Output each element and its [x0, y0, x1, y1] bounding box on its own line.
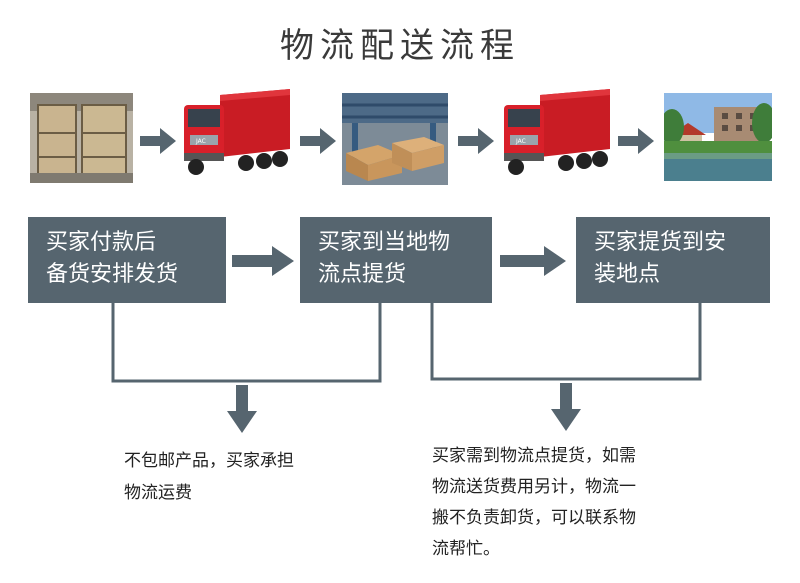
red-truck-photo: JAC: [500, 87, 612, 185]
svg-text:JAC: JAC: [195, 138, 206, 145]
step-box-3: 买家提货到安 装地点: [576, 217, 770, 303]
right-arrow-icon: [618, 128, 654, 158]
note-right-line-4: 流帮忙。: [432, 539, 500, 559]
step-3-line-1: 买家提货到安: [594, 230, 727, 255]
step-box-1: 买家付款后 备货安排发货: [28, 217, 226, 303]
right-arrow-icon: [458, 128, 494, 158]
step-1-line-1: 买家付款后: [46, 230, 157, 255]
right-arrow-icon: [500, 246, 566, 280]
down-arrow-icon: [551, 383, 581, 435]
right-arrow-icon: [300, 128, 336, 158]
page-title: 物流配送流程: [280, 26, 520, 66]
scenic-building-photo: [664, 93, 772, 181]
step-1-line-2: 备货安排发货: [46, 262, 179, 287]
note-left-line-2: 物流运费: [124, 483, 192, 503]
svg-text:JAC: JAC: [515, 138, 526, 145]
right-arrow-icon: [140, 128, 176, 158]
note-right-line-2: 物流送货费用另计，物流一: [432, 477, 636, 497]
down-arrow-icon: [227, 385, 257, 437]
note-right-line-3: 搬不负责卸货，可以联系物: [432, 508, 636, 528]
step-2-line-1: 买家到当地物: [318, 230, 451, 255]
step-box-2: 买家到当地物 流点提货: [300, 217, 492, 303]
step-2-line-2: 流点提货: [318, 262, 407, 287]
note-right-line-1: 买家需到物流点提货，如需: [432, 446, 636, 466]
note-left: 不包邮产品，买家承担 物流运费: [124, 445, 374, 509]
warehouse-boxes-photo: [342, 93, 448, 185]
right-arrow-icon: [232, 246, 294, 280]
note-left-line-1: 不包邮产品，买家承担: [124, 451, 294, 471]
note-right: 买家需到物流点提货，如需 物流送货费用另计，物流一 搬不负责卸货，可以联系物 流…: [432, 441, 752, 565]
red-truck-photo: JAC: [180, 87, 292, 185]
step-3-line-2: 装地点: [594, 262, 661, 287]
packaged-goods-photo: [30, 93, 133, 183]
